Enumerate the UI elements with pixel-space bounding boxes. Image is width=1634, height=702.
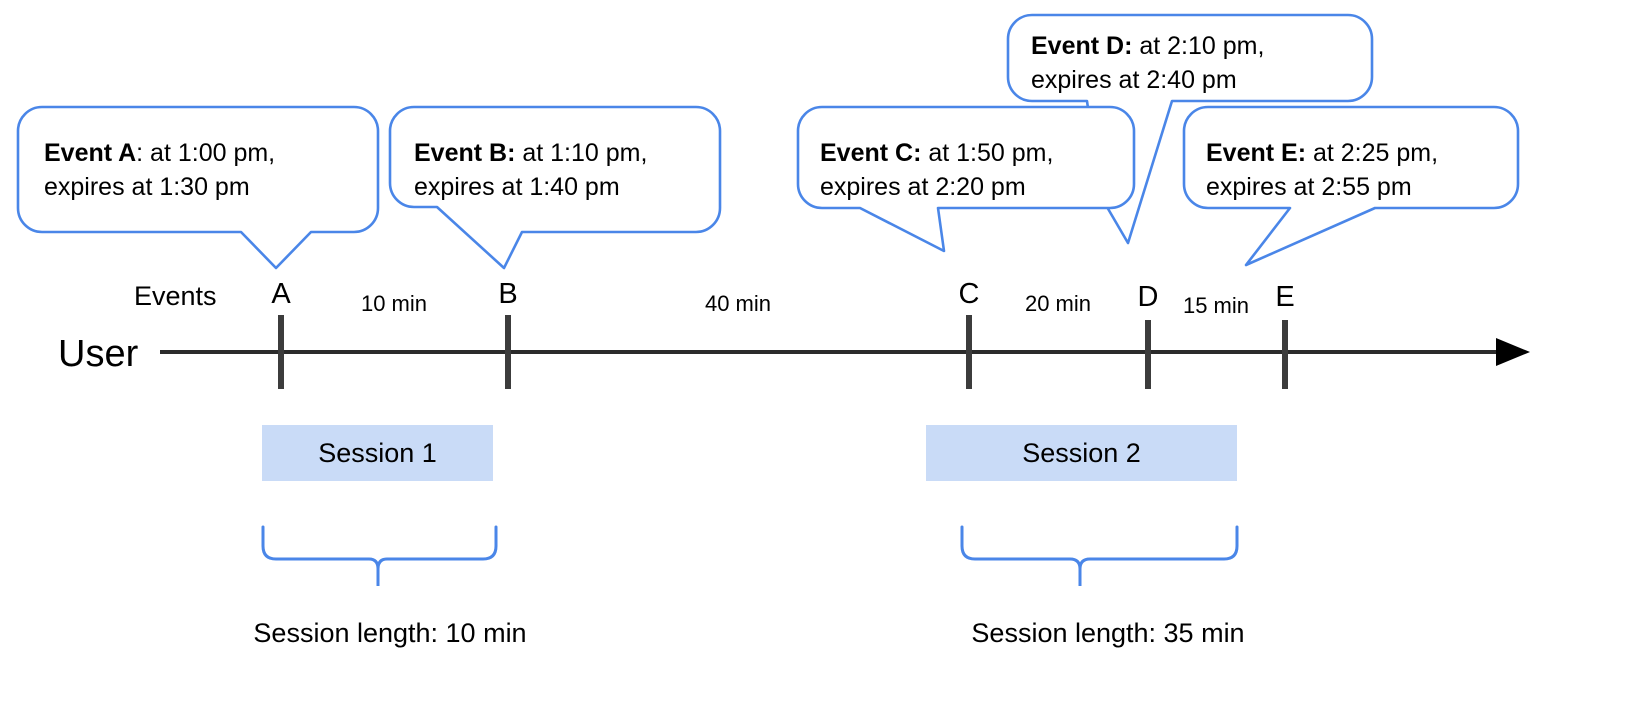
callout-event-d-text: Event D: at 2:10 pm, expires at 2:40 pm bbox=[1031, 29, 1264, 97]
timeline-ticks bbox=[278, 315, 1288, 389]
session-1-brace bbox=[261, 525, 498, 586]
gap-label-c-d: 20 min bbox=[1024, 291, 1092, 316]
tick-label-d: D bbox=[1137, 281, 1159, 313]
callout-event-d-expiry: expires at 2:40 pm bbox=[1031, 66, 1237, 94]
callout-event-c-time: at 1:50 pm, bbox=[921, 139, 1054, 167]
session-1-length-label: Session length: 10 min bbox=[253, 618, 527, 648]
gap-label-b-c: 40 min bbox=[704, 291, 772, 316]
session-2-length-label: Session length: 35 min bbox=[971, 618, 1245, 648]
callout-event-d-label: Event D: bbox=[1031, 32, 1133, 60]
lane-label-events: Events bbox=[134, 281, 217, 311]
callout-event-b-expiry: expires at 1:40 pm bbox=[414, 173, 620, 201]
callout-event-e-label: Event E: bbox=[1206, 139, 1307, 167]
lane-label-user: User bbox=[58, 333, 139, 375]
callout-event-c-text: Event C: at 1:50 pm, expires at 2:20 pm bbox=[820, 136, 1053, 204]
tick-label-a: A bbox=[271, 278, 291, 310]
session-2-brace bbox=[960, 525, 1239, 586]
session-2-label: Session 2 bbox=[1022, 437, 1141, 468]
timeline-axis bbox=[160, 338, 1530, 366]
callout-event-b-text: Event B: at 1:10 pm, expires at 1:40 pm bbox=[414, 136, 647, 204]
tick-label-b: B bbox=[498, 278, 518, 310]
callout-event-e-text: Event E: at 2:25 pm, expires at 2:55 pm bbox=[1206, 136, 1438, 204]
callout-event-a-time: : at 1:00 pm, bbox=[136, 139, 276, 167]
callout-event-c-label: Event C: bbox=[820, 139, 922, 167]
callout-event-c-expiry: expires at 2:20 pm bbox=[820, 173, 1026, 201]
session-1-label: Session 1 bbox=[318, 437, 437, 468]
tick-label-c: C bbox=[958, 278, 980, 310]
callout-event-a-expiry: expires at 1:30 pm bbox=[44, 173, 250, 201]
session-2-box: Session 2 bbox=[926, 425, 1237, 481]
callout-event-b-time: at 1:10 pm, bbox=[515, 139, 648, 167]
callout-event-d-time: at 2:10 pm, bbox=[1132, 32, 1265, 60]
callout-event-e-expiry: expires at 2:55 pm bbox=[1206, 173, 1412, 201]
gap-label-a-b: 10 min bbox=[360, 291, 428, 316]
tick-label-e: E bbox=[1275, 281, 1295, 313]
callout-event-b-label: Event B: bbox=[414, 139, 516, 167]
callout-event-e-time: at 2:25 pm, bbox=[1306, 139, 1439, 167]
gap-label-d-e: 15 min bbox=[1182, 293, 1250, 318]
callout-event-a-label: Event A bbox=[44, 139, 137, 167]
callout-event-a-text: Event A: at 1:00 pm, expires at 1:30 pm bbox=[44, 136, 275, 204]
session-1-box: Session 1 bbox=[262, 425, 493, 481]
